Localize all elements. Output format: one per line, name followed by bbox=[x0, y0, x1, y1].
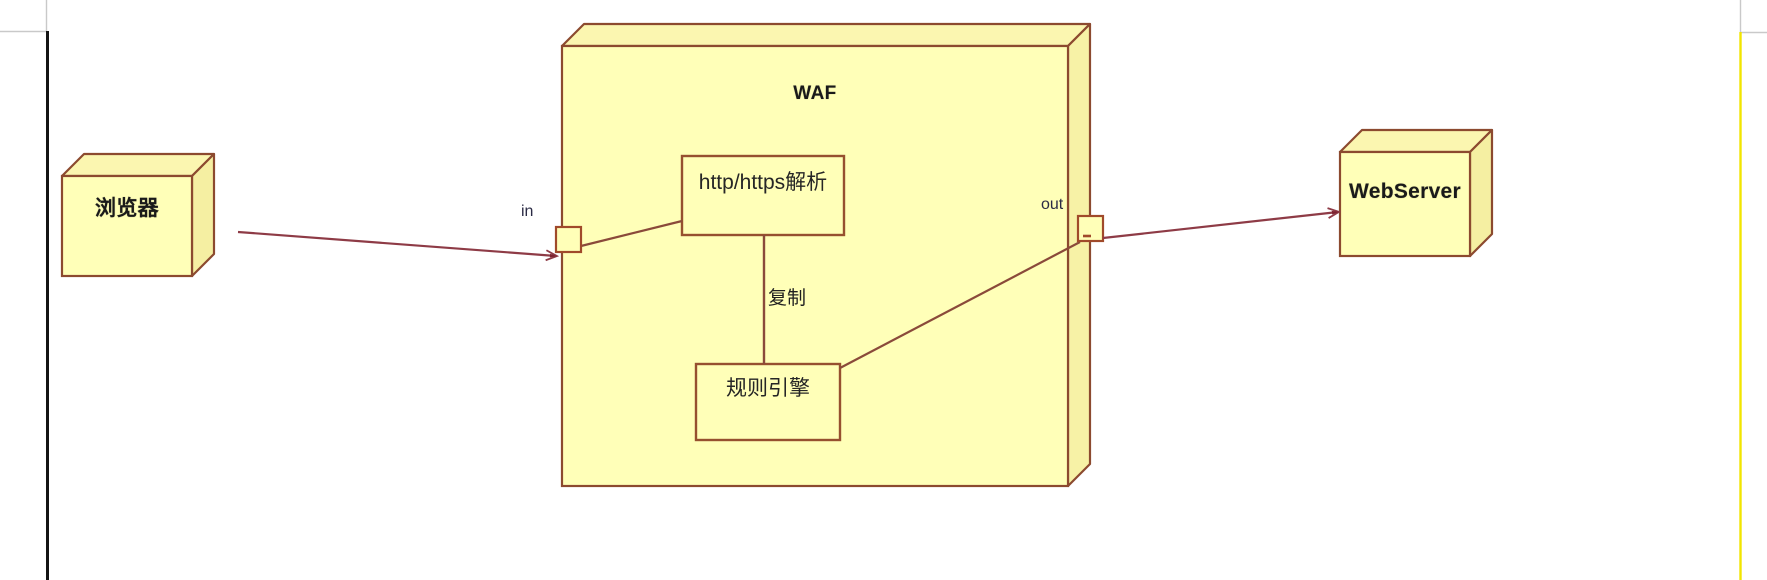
node-webserver-label: WebServer bbox=[1348, 180, 1462, 203]
port-in[interactable] bbox=[554, 225, 583, 254]
edge-label-copy: 复制 bbox=[768, 288, 807, 309]
node-webserver[interactable] bbox=[1338, 128, 1494, 258]
port-in-label: in bbox=[521, 203, 534, 220]
webserver-top-face bbox=[1338, 128, 1494, 154]
webserver-front-face bbox=[1338, 150, 1472, 258]
inner-node-rule-engine-label: 规则引擎 bbox=[726, 377, 810, 400]
browser-front-face bbox=[60, 174, 194, 278]
node-browser-label: 浏览器 bbox=[95, 197, 159, 220]
edge-in-to-http-parse bbox=[580, 219, 683, 248]
inner-node-http-parse-label: http/https解析 bbox=[698, 171, 828, 194]
inner-node-http-parse[interactable] bbox=[680, 154, 846, 237]
edge-out-to-webserver bbox=[1102, 212, 1338, 240]
node-waf-label: WAF bbox=[793, 83, 837, 104]
edge-browser-to-in bbox=[237, 230, 556, 256]
waf-top-face bbox=[560, 22, 1092, 48]
webserver-side-face bbox=[1468, 128, 1494, 258]
browser-side-face bbox=[190, 152, 216, 278]
browser-top-face bbox=[60, 152, 216, 178]
node-browser[interactable] bbox=[60, 152, 216, 278]
inner-node-rule-engine[interactable] bbox=[694, 362, 842, 442]
port-out[interactable] bbox=[1076, 214, 1105, 243]
waf-side-face bbox=[1066, 22, 1092, 488]
port-out-label: out bbox=[1041, 196, 1064, 213]
port-in-square bbox=[554, 225, 583, 254]
edge-rule-engine-to-out bbox=[839, 241, 1081, 369]
